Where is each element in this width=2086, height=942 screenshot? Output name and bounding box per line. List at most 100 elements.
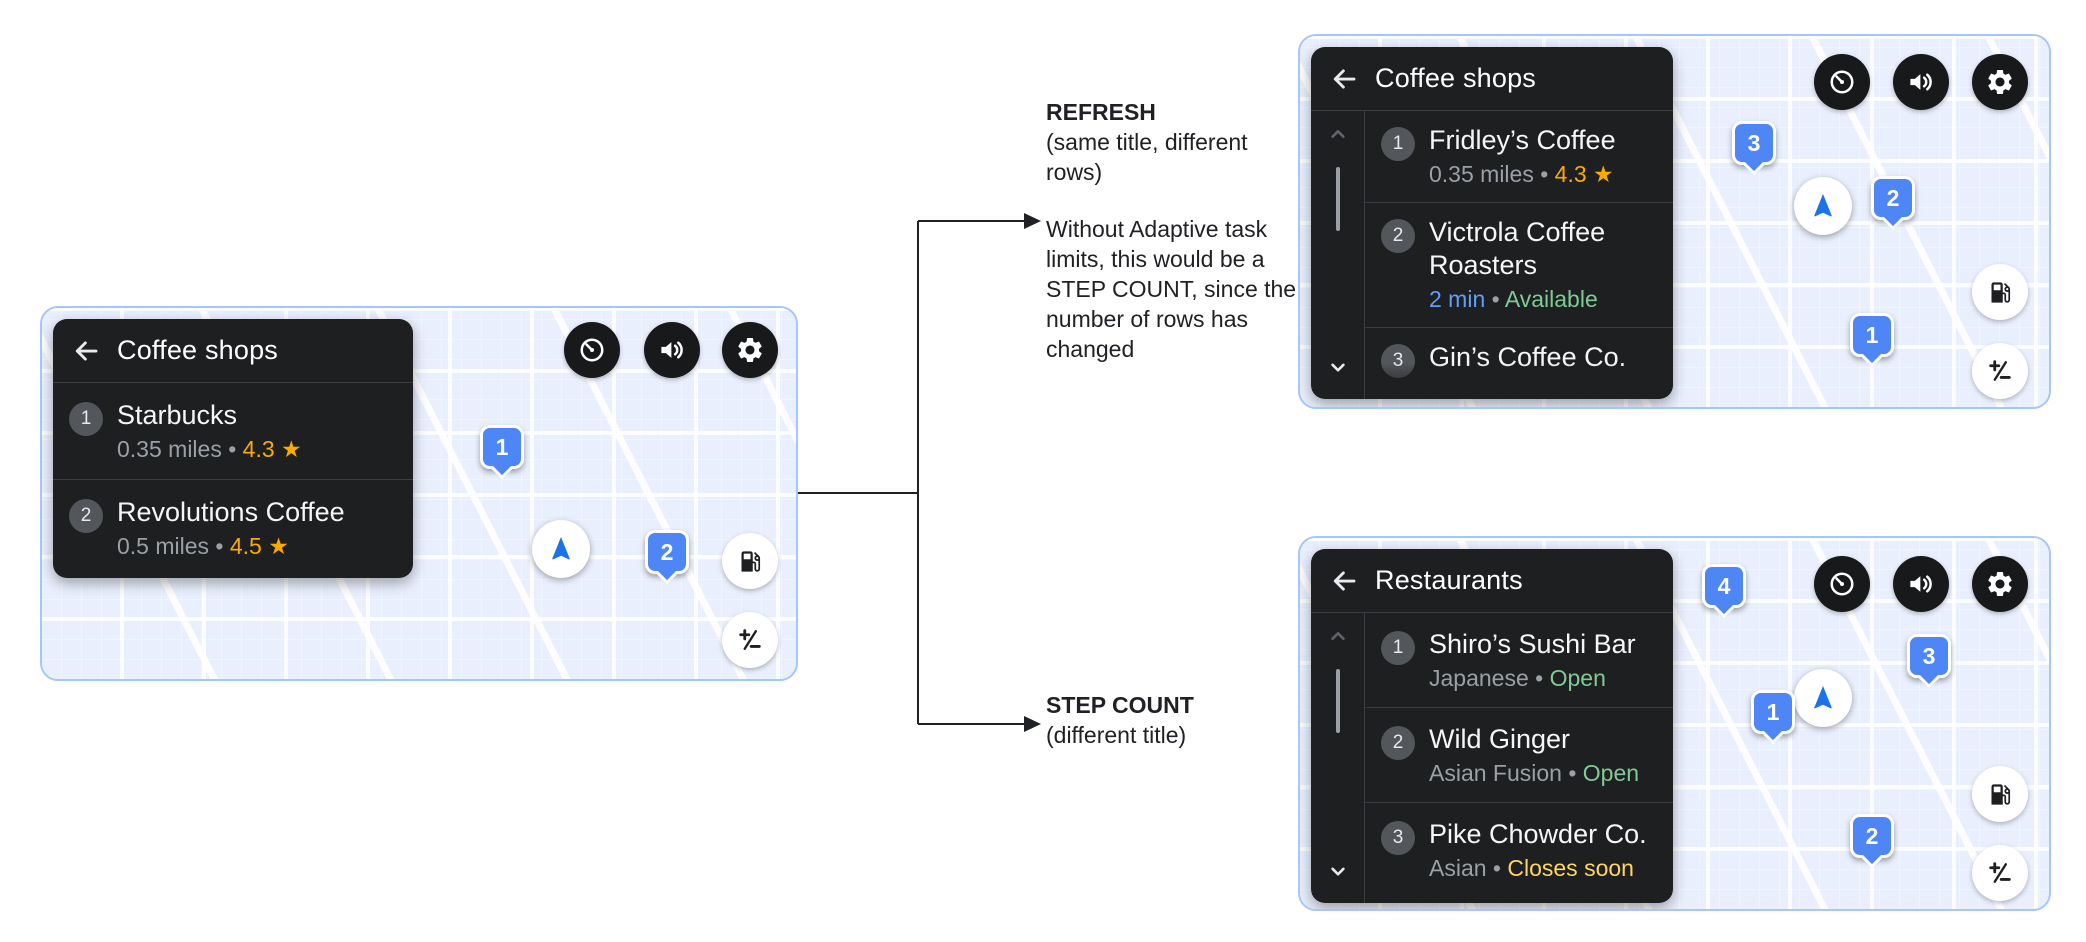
map-pin-2[interactable]: 2 xyxy=(645,530,689,574)
scrollbar-thumb[interactable] xyxy=(1335,167,1340,231)
item-title: Gin’s Coffee Co. xyxy=(1429,342,1627,372)
pin-label: 4 xyxy=(1717,572,1731,599)
places-list-card: Restaurants 1 Shiro’s Sushi Bar Japanese… xyxy=(1311,549,1673,903)
subtitle-part: 2 min xyxy=(1429,286,1486,312)
car-screen-initial: 1 2 Coffee shops xyxy=(40,306,798,681)
speaker-icon xyxy=(661,341,683,359)
gear-icon xyxy=(738,338,762,362)
map-pin-4[interactable]: 4 xyxy=(1702,564,1746,608)
gear-icon xyxy=(1988,70,2012,94)
subtitle-part: 0.5 miles • xyxy=(117,533,230,559)
speaker-icon xyxy=(1910,73,1932,91)
current-location-puck xyxy=(1794,669,1852,727)
map-pin-1[interactable]: 1 xyxy=(1751,690,1795,734)
item-number-badge: 2 xyxy=(69,499,103,533)
list-title: Coffee shops xyxy=(1375,63,1537,93)
map-pin-3[interactable]: 3 xyxy=(1732,121,1776,165)
gear-icon xyxy=(1988,572,2012,596)
settings-button[interactable] xyxy=(722,322,778,378)
refresh-heading: REFRESH xyxy=(1046,99,1156,125)
settings-button[interactable] xyxy=(1972,54,2028,110)
settings-button[interactable] xyxy=(1972,556,2028,612)
list-item[interactable]: 2 Victrola Coffee Roasters 2 min • Avail… xyxy=(1365,202,1673,327)
list-item[interactable]: 1 Fridley’s Coffee 0.35 miles • 4.3 ★ xyxy=(1365,111,1673,202)
current-location-puck xyxy=(532,520,590,578)
gas-pump-icon xyxy=(1991,281,2010,303)
scroll-up-button[interactable] xyxy=(1325,121,1351,152)
map-pin-1[interactable]: 1 xyxy=(1850,313,1894,357)
map-pin-2[interactable]: 2 xyxy=(1871,176,1915,220)
item-title: Shiro’s Sushi Bar xyxy=(1429,629,1636,659)
back-button[interactable] xyxy=(1327,564,1361,598)
speedometer-button[interactable] xyxy=(1814,556,1870,612)
list-item[interactable]: 1 Shiro’s Sushi Bar Japanese • Open xyxy=(1365,613,1673,707)
gas-stations-button[interactable] xyxy=(1972,264,2028,320)
speedometer-button[interactable] xyxy=(1814,54,1870,110)
subtitle-part: 4.3 ★ xyxy=(242,436,302,462)
item-number-badge: 3 xyxy=(1381,344,1415,378)
car-screen-refresh: 3 2 1 Coffee shops xyxy=(1298,34,2051,409)
zoom-button[interactable] xyxy=(1972,845,2028,901)
scroll-down-button[interactable] xyxy=(1325,858,1351,889)
refresh-note-text: Without Adaptive task limits, this would… xyxy=(1046,216,1297,362)
pin-label: 1 xyxy=(1766,698,1780,725)
chevron-down-icon xyxy=(1330,867,1345,876)
speedometer-button[interactable] xyxy=(564,322,620,378)
list-header: Coffee shops xyxy=(1311,47,1673,111)
pin-label: 1 xyxy=(495,433,509,460)
subtitle-part: Open xyxy=(1549,665,1606,691)
scroll-down-button[interactable] xyxy=(1325,354,1351,385)
list-header: Coffee shops xyxy=(53,319,413,383)
back-button[interactable] xyxy=(69,334,103,368)
item-subtitle: 0.35 miles • 4.3 ★ xyxy=(1429,160,1616,188)
refresh-subtext: (same title, different rows) xyxy=(1046,129,1248,185)
item-text: Gin’s Coffee Co. xyxy=(1429,341,1626,374)
sound-button[interactable] xyxy=(1893,54,1949,110)
list-rows: 1 Shiro’s Sushi Bar Japanese • Open 2 Wi… xyxy=(1365,613,1673,897)
pin-label: 3 xyxy=(1922,642,1936,669)
sound-button[interactable] xyxy=(644,322,700,378)
gas-stations-button[interactable] xyxy=(722,533,778,589)
map-pin-1[interactable]: 1 xyxy=(480,425,524,469)
gas-stations-button[interactable] xyxy=(1972,766,2028,822)
scroll-up-button[interactable] xyxy=(1325,623,1351,654)
list-item[interactable]: 1 Starbucks 0.35 miles • 4.3 ★ xyxy=(53,383,413,479)
sound-button[interactable] xyxy=(1893,556,1949,612)
speedometer-icon xyxy=(1830,70,1854,94)
list-rows: 1 Fridley’s Coffee 0.35 miles • 4.3 ★ 2 … xyxy=(1365,111,1673,392)
chevron-up-icon xyxy=(1330,631,1345,641)
list-item[interactable]: 3 Pike Chowder Co. Asian • Closes soon xyxy=(1365,802,1673,897)
list-item[interactable]: 2 Revolutions Coffee 0.5 miles • 4.5 ★ xyxy=(53,479,413,576)
list-item[interactable]: 2 Wild Ginger Asian Fusion • Open xyxy=(1365,707,1673,802)
item-title: Victrola Coffee Roasters xyxy=(1429,217,1606,280)
zoom-plus-minus-icon xyxy=(739,629,761,650)
back-arrow-icon xyxy=(1333,570,1356,591)
pin-label: 1 xyxy=(1865,321,1879,348)
item-number-badge: 2 xyxy=(1381,219,1415,253)
list-title: Coffee shops xyxy=(117,335,279,365)
zoom-button[interactable] xyxy=(1972,343,2028,399)
car-screen-stepcount: 4 3 1 2 Restaurants xyxy=(1298,536,2051,911)
refresh-annotation: REFRESH (same title, different rows) xyxy=(1046,97,1286,187)
map-pin-2[interactable]: 2 xyxy=(1850,814,1894,858)
gas-pump-icon xyxy=(741,550,760,572)
stepcount-subtext: (different title) xyxy=(1046,722,1187,748)
item-number-badge: 3 xyxy=(1381,821,1415,855)
subtitle-part: 4.3 ★ xyxy=(1554,161,1614,187)
list-item[interactable]: 3 Gin’s Coffee Co. xyxy=(1365,327,1673,392)
subtitle-part: Open xyxy=(1582,760,1640,786)
item-title: Pike Chowder Co. xyxy=(1429,819,1647,849)
navigation-arrow-icon xyxy=(1814,686,1832,709)
map-pin-3[interactable]: 3 xyxy=(1907,634,1951,678)
item-text: Victrola Coffee Roasters 2 min • Availab… xyxy=(1429,216,1657,313)
scrollbar-thumb[interactable] xyxy=(1335,669,1340,733)
item-number-badge: 1 xyxy=(1381,631,1415,665)
subtitle-part: Japanese • xyxy=(1429,665,1550,691)
pin-label: 2 xyxy=(1865,822,1879,849)
zoom-plus-minus-icon xyxy=(1989,360,2011,381)
pin-label: 2 xyxy=(660,538,674,565)
zoom-plus-minus-icon xyxy=(1989,862,2011,883)
zoom-button[interactable] xyxy=(722,612,778,668)
back-button[interactable] xyxy=(1327,62,1361,96)
